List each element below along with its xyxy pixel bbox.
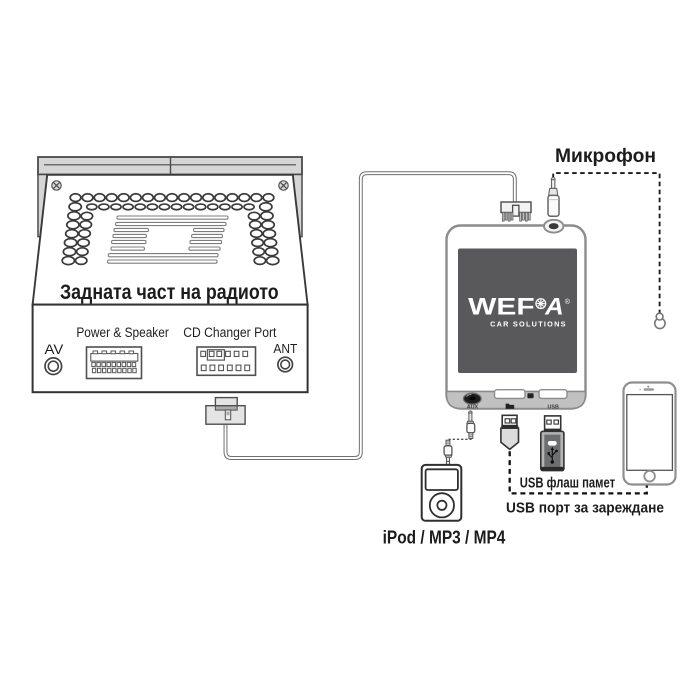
av-jack-icon (44, 357, 63, 376)
cd-changer-cable (205, 171, 532, 460)
phone-screen (626, 393, 674, 471)
brand-wef-text: WEF (468, 293, 534, 320)
power-speaker-pin-grid (91, 361, 137, 374)
cd-changer-connector (196, 346, 257, 377)
usb-charge-cable-dashed (508, 451, 648, 495)
microphone-icon (653, 312, 666, 330)
smartphone-icon (622, 381, 677, 486)
microphone-connection: Микрофон (547, 145, 666, 330)
usb-trident-icon (547, 446, 558, 464)
brand-a-text: A (544, 293, 564, 320)
power-speaker-label: Power & Speaker (76, 325, 169, 340)
cd-changer-pin-grid (200, 350, 251, 372)
multipin-pins (501, 211, 531, 222)
phone-speaker-icon (643, 388, 654, 391)
mic-socket-icon (543, 218, 565, 234)
phone-home-button (643, 470, 656, 483)
ant-jack-icon (277, 356, 294, 373)
brand-panel (458, 248, 577, 373)
strip-switch-icon (527, 393, 534, 399)
mic-cable-dashed (552, 172, 661, 313)
power-speaker-connector (85, 346, 143, 380)
screw-right-icon (278, 180, 289, 191)
usb-flash-drive-icon (539, 415, 565, 472)
folder-icon (505, 403, 515, 409)
aux-cable (447, 438, 472, 441)
radio-plug (205, 396, 246, 425)
cd-cable-inner (224, 172, 516, 459)
cd-changer-port-label: CD Changer Port (183, 325, 276, 340)
power-speaker-pins-top (92, 350, 135, 355)
aux-connection (443, 410, 476, 466)
usb-cable-plug-icon (500, 414, 520, 451)
usb-port (538, 389, 568, 400)
dock-port (493, 389, 526, 400)
flash-drive-base (540, 466, 564, 471)
usb-connections: USB флаш памет USB порт за зареждане (500, 414, 664, 517)
usb-charge-label: USB порт за зареждане (506, 501, 664, 517)
aux-port-label: AUX (467, 405, 479, 411)
wefa-adapter: WEF A ® CAR SOLUTIONS (445, 218, 587, 411)
mic-plug-icon (547, 176, 560, 217)
registered-mark: ® (565, 298, 571, 306)
radio-rear-panel (31, 303, 309, 394)
screw-left-icon (51, 180, 62, 191)
brand-tagline: CAR SOLUTIONS (490, 319, 566, 328)
aux-plug-bottom-icon (443, 439, 453, 466)
multipin-connector (500, 201, 532, 222)
car-radio-rear: Задната част на радиото Power & Speaker … (31, 156, 309, 394)
ant-label: ANT (273, 341, 297, 356)
radio-rear-label: Задната част на радиото (60, 281, 279, 304)
aux-jack-icon (462, 392, 482, 405)
ipod-label: iPod / MP3 / MP4 (383, 528, 506, 548)
heat-slots (107, 215, 229, 264)
wefa-logo: WEF A ® CAR SOLUTIONS (468, 293, 571, 328)
usb-flash-label: USB флаш памет (520, 476, 615, 492)
wheel-icon (535, 298, 547, 310)
phone-sensor-icon (639, 388, 642, 391)
vent-ovals (61, 192, 280, 266)
microphone-label: Микрофон (555, 145, 656, 167)
av-label: AV (45, 342, 64, 357)
aux-plug-top-icon (466, 410, 476, 439)
usb-port-label: USB (548, 405, 559, 411)
phone-camera-icon (647, 385, 650, 388)
ipod-icon (420, 463, 463, 522)
